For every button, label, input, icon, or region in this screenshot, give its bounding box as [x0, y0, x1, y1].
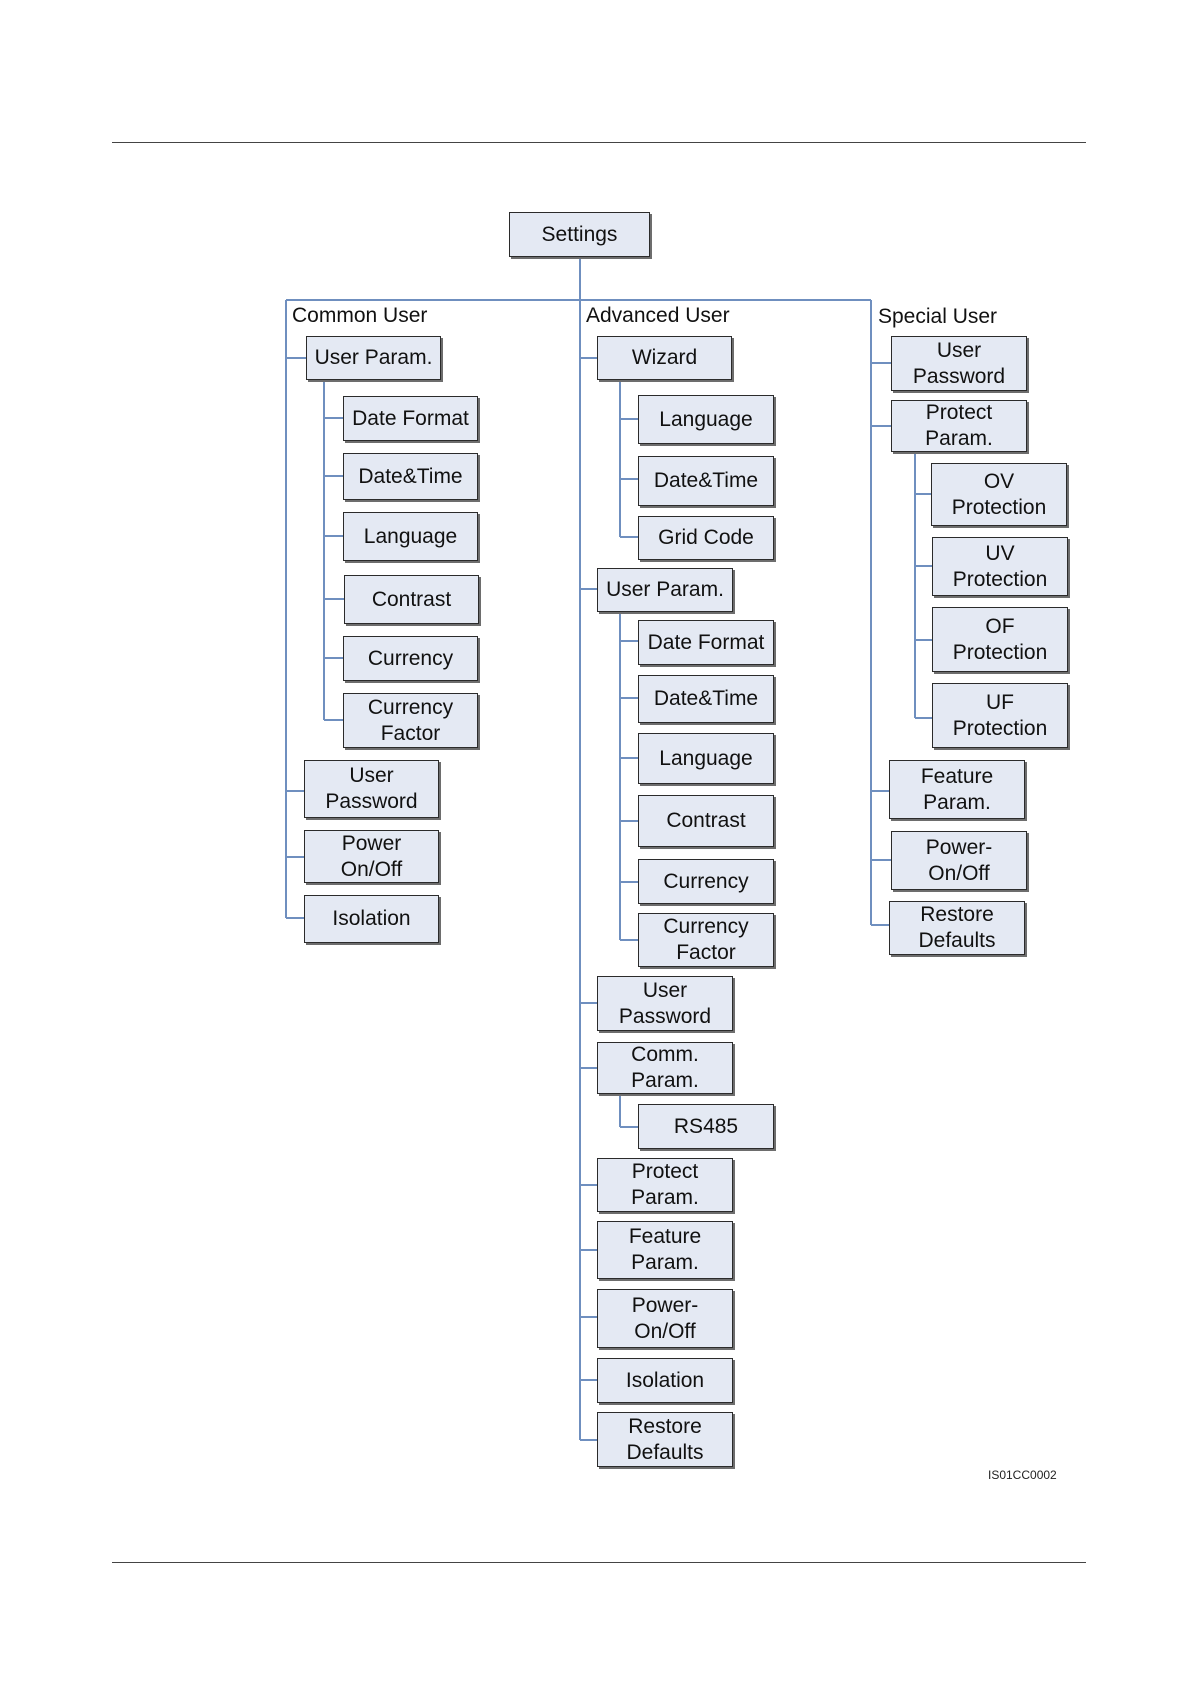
common-user-password-node: User Password: [304, 760, 439, 818]
common-language-node: Language: [343, 512, 478, 561]
advanced-date-format-node: Date Format: [638, 620, 774, 665]
special-of-protection-node: OF Protection: [932, 607, 1068, 672]
common-currency-node: Currency: [343, 636, 478, 681]
advanced-rs485-node: RS485: [638, 1104, 774, 1149]
advanced-date-time-node: Date&Time: [638, 675, 774, 723]
advanced-language-node: Language: [638, 733, 774, 784]
common-isolation-node: Isolation: [304, 895, 439, 943]
common-user-param-node: User Param.: [306, 336, 441, 380]
advanced-currency-node: Currency: [638, 859, 774, 904]
advanced-wizard-node: Wizard: [597, 336, 732, 380]
common-power-onoff-node: Power On/Off: [304, 830, 439, 883]
special-ov-protection-node: OV Protection: [931, 463, 1067, 526]
advanced-contrast-node: Contrast: [638, 795, 774, 847]
advanced-feature-param-node: Feature Param.: [597, 1221, 733, 1279]
group-label-advanced-user: Advanced User: [586, 304, 730, 327]
advanced-wizard-language-node: Language: [638, 395, 774, 444]
header-rule: [112, 142, 1086, 143]
advanced-wizard-date-time-node: Date&Time: [638, 456, 774, 506]
group-label-special-user: Special User: [878, 305, 998, 328]
advanced-comm-param-node: Comm. Param.: [597, 1042, 733, 1094]
special-user-password-node: User Password: [891, 336, 1027, 391]
common-currency-factor-node: Currency Factor: [343, 693, 478, 748]
advanced-power-onoff-node: Power- On/Off: [597, 1289, 733, 1348]
special-power-onoff-node: Power- On/Off: [891, 831, 1027, 890]
settings-node: Settings: [509, 212, 650, 257]
special-uf-protection-node: UF Protection: [932, 683, 1068, 748]
footer-rule: [112, 1562, 1086, 1563]
special-restore-defaults-node: Restore Defaults: [889, 901, 1025, 955]
common-date-format-node: Date Format: [343, 396, 478, 441]
figure-id: IS01CC0002: [988, 1468, 1057, 1482]
advanced-restore-defaults-node: Restore Defaults: [597, 1412, 733, 1467]
advanced-protect-param-node: Protect Param.: [597, 1158, 733, 1212]
special-feature-param-node: Feature Param.: [889, 760, 1025, 819]
special-uv-protection-node: UV Protection: [932, 537, 1068, 596]
common-contrast-node: Contrast: [344, 575, 479, 624]
advanced-wizard-grid-code-node: Grid Code: [638, 516, 774, 560]
group-label-common-user: Common User: [292, 304, 428, 327]
advanced-currency-factor-node: Currency Factor: [638, 913, 774, 967]
advanced-user-password-node: User Password: [597, 976, 733, 1031]
common-date-time-node: Date&Time: [343, 453, 478, 500]
advanced-user-param-node: User Param.: [597, 568, 733, 612]
special-protect-param-node: Protect Param.: [891, 400, 1027, 452]
advanced-isolation-node: Isolation: [597, 1358, 733, 1403]
